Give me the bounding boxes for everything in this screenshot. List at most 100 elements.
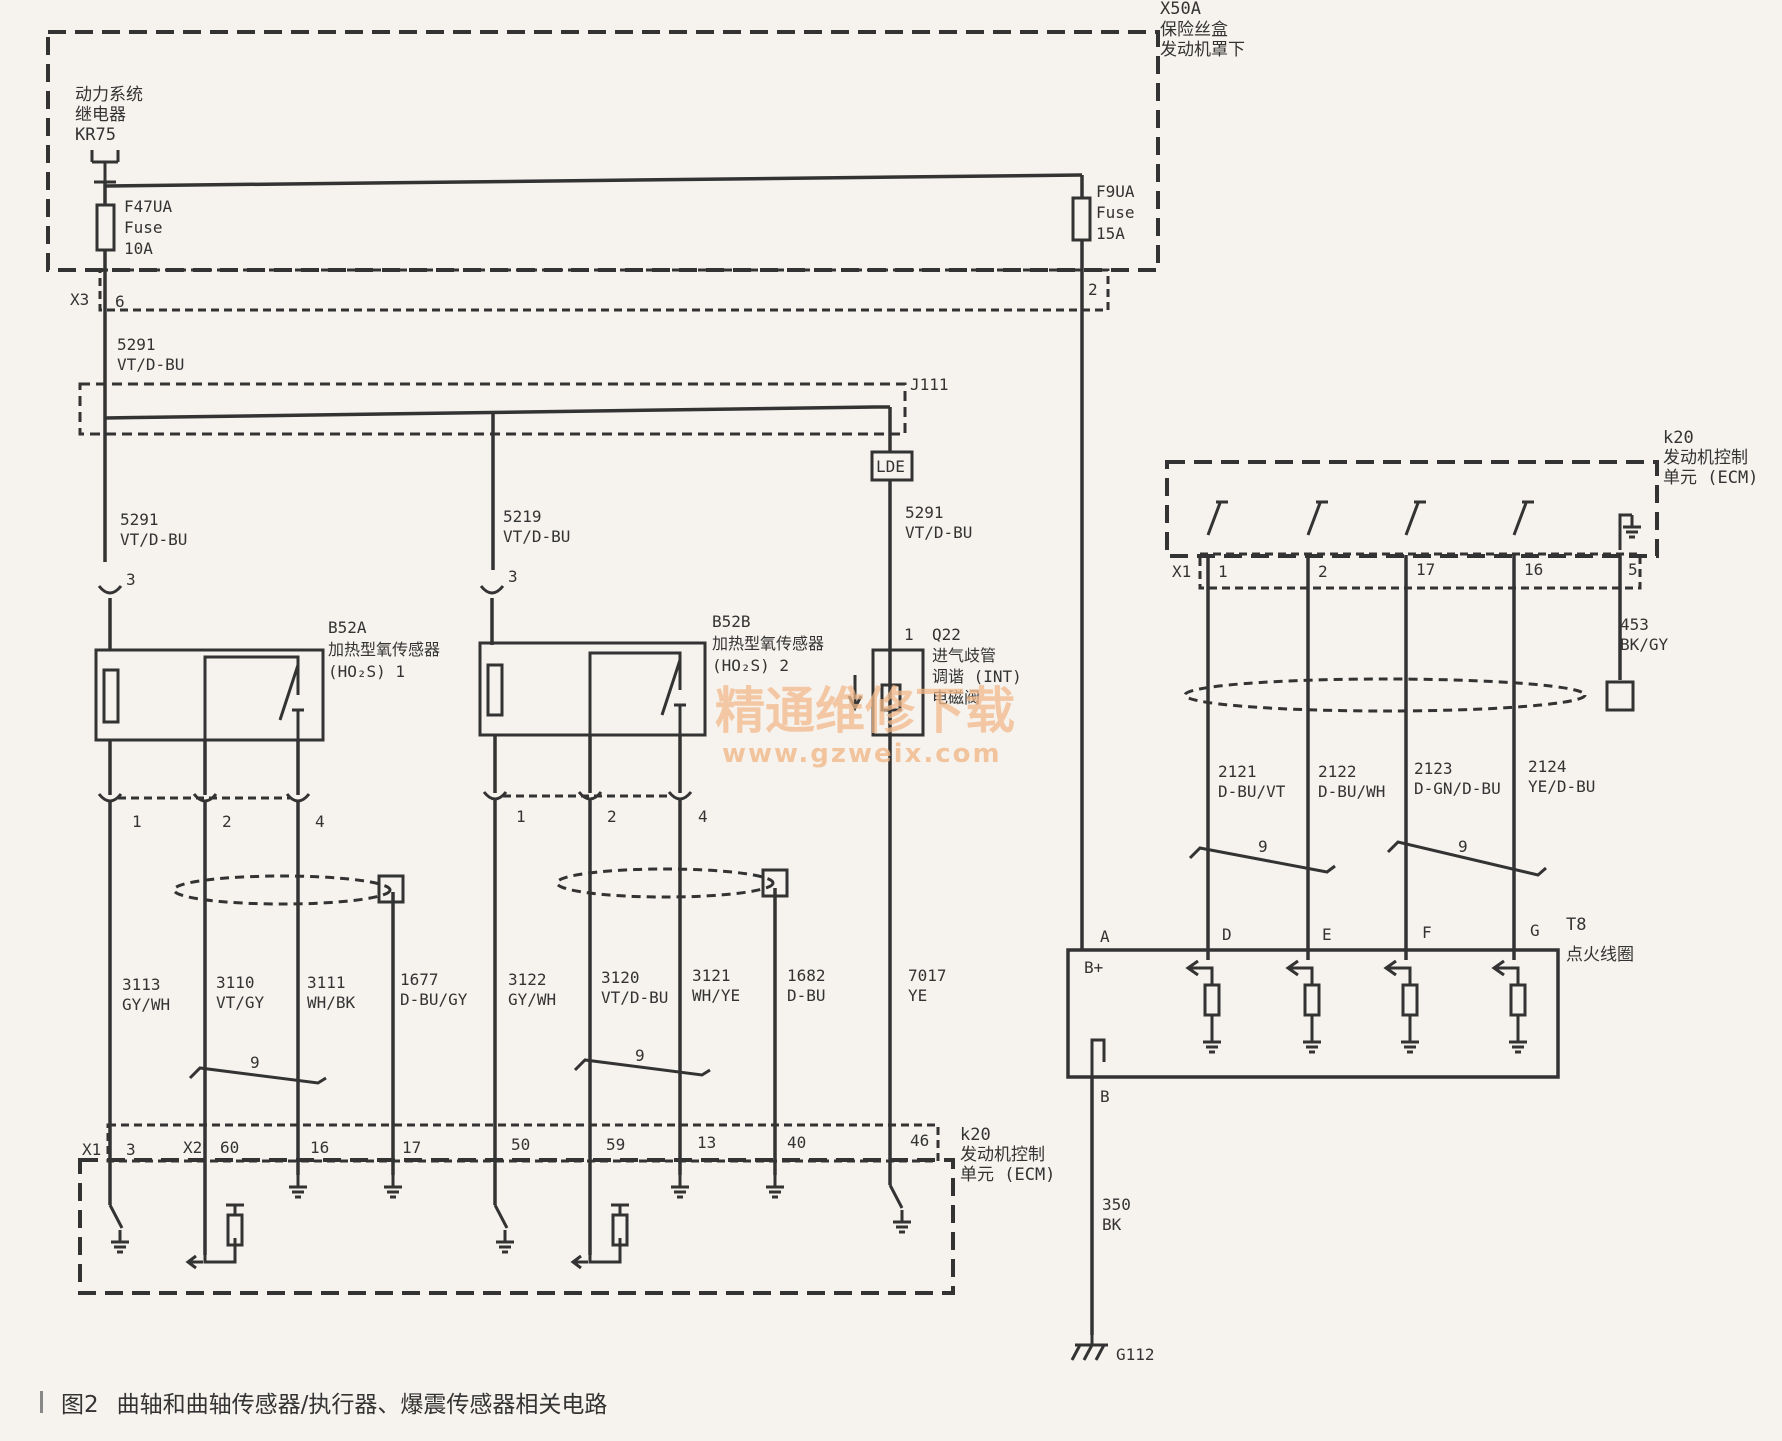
svg-text:3122: 3122: [508, 970, 547, 989]
svg-text:2124: 2124: [1528, 757, 1567, 776]
lde-label: LDE: [876, 457, 905, 476]
sensor-b52a-pin-labels: 1 2 4: [132, 812, 325, 831]
svg-text:50: 50: [511, 1135, 530, 1154]
sensor-b52b-pin-labels: 1 2 4: [516, 807, 708, 826]
svg-text:T8: T8: [1566, 915, 1586, 935]
ecm-top-switches: [1206, 500, 1632, 550]
ignition-coil-label: T8 点火线圈: [1566, 915, 1634, 965]
ecm-bottom-internals: [108, 1184, 904, 1270]
svg-text:B: B: [1100, 1087, 1110, 1106]
watermark-url: www.gzweix.com: [722, 739, 1002, 769]
svg-text:加热型氧传感器: 加热型氧传感器: [328, 640, 440, 659]
svg-text:3111: 3111: [307, 973, 346, 992]
svg-text:5291: 5291: [120, 510, 159, 529]
ground-g112-label: G112: [1116, 1345, 1155, 1364]
ground-g112-symbol: [1070, 1335, 1108, 1361]
svg-text:VT/D-BU: VT/D-BU: [117, 355, 184, 374]
svg-text:1: 1: [904, 625, 914, 644]
svg-text:10A: 10A: [124, 239, 153, 258]
relay-kr75-symbol: [90, 150, 120, 184]
lde-box: [870, 450, 914, 482]
svg-text:KR75: KR75: [75, 125, 116, 145]
svg-text:3121: 3121: [692, 966, 731, 985]
shield-right: [1183, 677, 1587, 713]
wire-label-mid-branch: 5219 VT/D-BU: [503, 507, 570, 546]
svg-text:17: 17: [1416, 560, 1435, 579]
ecm-bottom-outline: [78, 1158, 955, 1295]
svg-text:(HO₂S) 2: (HO₂S) 2: [712, 656, 789, 675]
twist-label-right-1: 9: [1258, 837, 1268, 856]
svg-text:3113: 3113: [122, 975, 161, 994]
svg-text:WH/BK: WH/BK: [307, 993, 356, 1012]
svg-text:2: 2: [222, 812, 232, 831]
solenoid-q22-label: 1 Q22 进气歧管 调谐 (INT) 电磁阀: [904, 625, 1022, 707]
svg-text:VT/GY: VT/GY: [216, 993, 265, 1012]
wire-labels-left-group: 3113 GY/WH 3110 VT/GY 3111 WH/BK 1677 D-…: [122, 970, 468, 1014]
svg-text:7017: 7017: [908, 966, 947, 985]
caption-text: 曲轴和曲轴传感器/执行器、爆震传感器相关电路: [116, 1392, 608, 1418]
svg-text:保险丝盒: 保险丝盒: [1160, 20, 1228, 40]
svg-text:(HO₂S) 1: (HO₂S) 1: [328, 662, 405, 681]
svg-text:1677: 1677: [400, 970, 439, 989]
svg-text:A: A: [1100, 927, 1110, 946]
solenoid-q22-coil: [880, 683, 902, 712]
sensor-b52b-heater: [486, 663, 504, 717]
coil-control-wires: [1206, 555, 1622, 960]
caption-bar: [40, 1391, 43, 1413]
wire-label-350: 350 BK: [1102, 1195, 1131, 1234]
svg-text:15A: 15A: [1096, 224, 1125, 243]
caption-figure-number: 图2: [61, 1392, 99, 1418]
svg-text:2122: 2122: [1318, 762, 1357, 781]
svg-text:350: 350: [1102, 1195, 1131, 1214]
watermark-text: 精通维修下载: [715, 682, 1015, 740]
svg-text:453: 453: [1620, 615, 1649, 634]
connector-x3-pin-2: 2: [1088, 280, 1098, 299]
svg-text:X2: X2: [183, 1138, 202, 1157]
svg-text:3: 3: [126, 1140, 136, 1159]
svg-text:5291: 5291: [905, 503, 944, 522]
svg-text:2: 2: [607, 807, 617, 826]
fuse-box-outline: [46, 30, 1160, 272]
svg-text:13: 13: [697, 1133, 716, 1152]
svg-text:发动机控制: 发动机控制: [960, 1145, 1045, 1165]
fuse-f9ua-label: F9UA Fuse 15A: [1096, 182, 1135, 243]
splice-j111-label: J111: [910, 375, 949, 394]
twist-label-left: 9: [250, 1053, 260, 1072]
svg-text:动力系统: 动力系统: [75, 85, 143, 105]
svg-text:17: 17: [402, 1138, 421, 1157]
svg-text:1: 1: [1218, 562, 1228, 581]
ecm-bottom-pin-labels: X1 3 X2 60 16 17 50 59 13 40 46: [82, 1131, 929, 1159]
svg-text:调谐 (INT): 调谐 (INT): [932, 667, 1022, 686]
shield-mid: [555, 867, 775, 899]
ecm-top-connector-strip: [1198, 552, 1642, 590]
sensor-b52a-heater: [102, 668, 120, 724]
svg-text:B+: B+: [1084, 958, 1103, 977]
shield-left: [172, 874, 392, 906]
svg-text:BK: BK: [1102, 1215, 1122, 1234]
svg-text:D-BU/VT: D-BU/VT: [1218, 782, 1286, 801]
connector-x3-strip: [98, 268, 1110, 312]
svg-text:1: 1: [132, 812, 142, 831]
svg-text:k20: k20: [1663, 428, 1694, 448]
svg-text:单元 (ECM): 单元 (ECM): [1663, 468, 1758, 488]
wire-label-right-branch: 5291 VT/D-BU: [905, 503, 972, 542]
svg-text:46: 46: [910, 1131, 929, 1150]
svg-text:5: 5: [1628, 560, 1638, 579]
ecm-top-label: k20 发动机控制 单元 (ECM): [1663, 428, 1758, 488]
svg-text:X1: X1: [1172, 562, 1191, 581]
svg-text:2123: 2123: [1414, 759, 1453, 778]
svg-text:BK/GY: BK/GY: [1620, 635, 1669, 654]
svg-text:16: 16: [310, 1138, 329, 1157]
sensor-b52b-label: B52B 加热型氧传感器 (HO₂S) 2: [712, 612, 824, 675]
wire-labels-coil: 2121 D-BU/VT 2122 D-BU/WH 2123 D-GN/D-BU…: [1218, 757, 1595, 801]
svg-text:Fuse: Fuse: [1096, 203, 1135, 222]
figure-caption: 图2 曲轴和曲轴传感器/执行器、爆震传感器相关电路: [40, 1385, 607, 1419]
ignition-coil-t8-box: [1066, 948, 1560, 1079]
splice-j111-bus: [104, 405, 892, 570]
fuse-box-label: X50A 保险丝盒 发动机罩下: [1160, 0, 1245, 60]
svg-text:F: F: [1422, 923, 1432, 942]
wire-label-453: 453 BK/GY: [1620, 615, 1669, 654]
svg-text:VT/D-BU: VT/D-BU: [120, 530, 187, 549]
fuse-f47ua-label: F47UA Fuse 10A: [124, 197, 173, 258]
